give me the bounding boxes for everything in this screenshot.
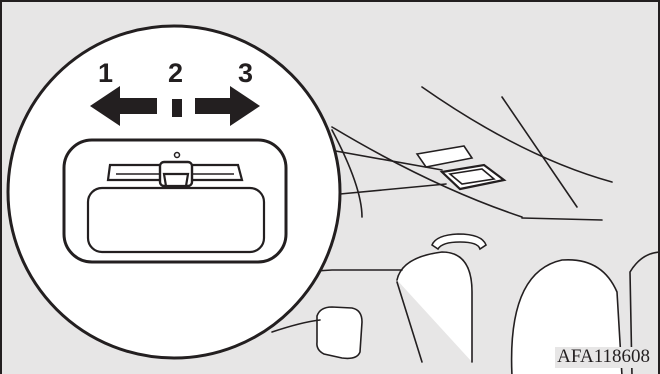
door-handle	[317, 307, 362, 358]
position-label-3: 3	[238, 60, 253, 87]
grab-handle	[432, 234, 486, 249]
headliner-rear-line	[502, 97, 577, 207]
position-label-1: 1	[98, 60, 113, 87]
figure-code: AFA118608	[555, 347, 652, 368]
dome-light-detail	[64, 140, 286, 262]
position-label-2: 2	[168, 60, 183, 87]
center-mark	[172, 99, 182, 117]
front-seat-left	[397, 252, 472, 362]
scene-lamp	[442, 165, 504, 189]
switch-knob-tab	[164, 174, 188, 186]
scene-console-outer	[417, 146, 472, 167]
lamp-lens	[88, 188, 264, 252]
roof-rear-line	[522, 218, 602, 220]
headliner-edge-upper	[422, 87, 612, 182]
